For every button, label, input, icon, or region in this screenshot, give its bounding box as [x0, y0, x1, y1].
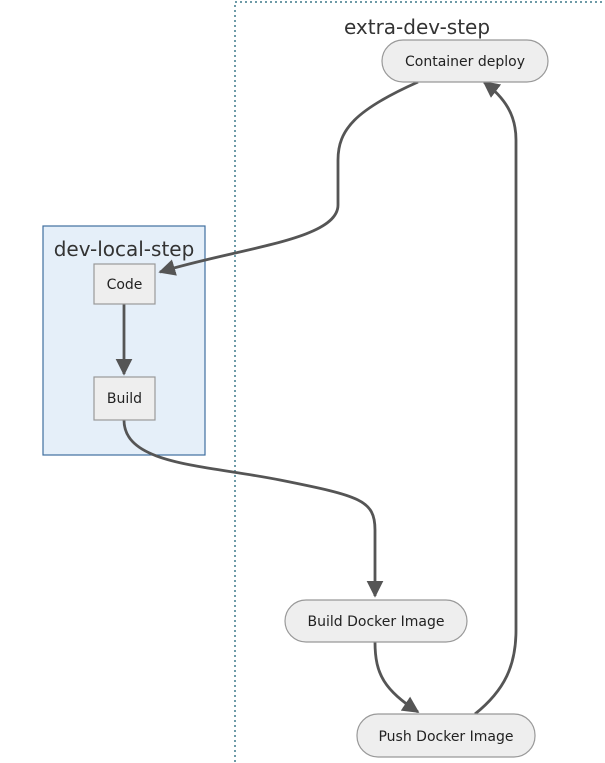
node-build[interactable]: Build — [93, 376, 156, 421]
node-container-deploy-label: Container deploy — [405, 54, 525, 70]
node-build-label: Build — [107, 391, 142, 407]
edge-push-docker-image-to-container-deploy — [474, 80, 518, 716]
node-push-docker-image-label: Push Docker Image — [378, 729, 513, 745]
cluster-dev-local-step-title: dev-local-step — [54, 237, 195, 261]
cluster-extra-dev-step-box — [234, 1, 605, 763]
node-container-deploy[interactable]: Container deploy — [381, 39, 549, 83]
edges — [115, 80, 518, 716]
node-push-docker-image[interactable]: Push Docker Image — [356, 713, 536, 758]
node-code[interactable]: Code — [93, 263, 156, 305]
edge-build-to-build-docker-image — [122, 419, 384, 598]
cluster-extra-dev-step: extra-dev-step — [234, 1, 605, 763]
cluster-extra-dev-step-title: extra-dev-step — [344, 15, 490, 39]
node-code-label: Code — [107, 277, 143, 293]
edge-container-deploy-to-code — [158, 80, 419, 276]
edge-build-docker-image-to-push-docker-image — [373, 641, 420, 714]
node-build-docker-image[interactable]: Build Docker Image — [284, 599, 468, 643]
node-build-docker-image-label: Build Docker Image — [308, 614, 445, 630]
